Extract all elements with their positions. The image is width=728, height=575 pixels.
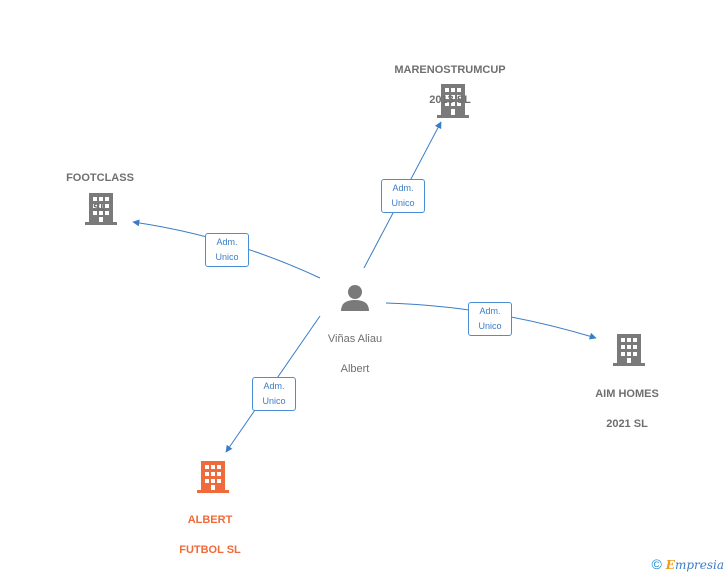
edge-label-line1: Adm. [216, 237, 238, 247]
center-name-line2: Albert [340, 363, 370, 375]
edge-label-line2: Unico [262, 396, 286, 406]
node-label-line2: FUTBOL SL [179, 544, 241, 556]
node-label-line2: 2021 SL [606, 418, 648, 430]
edge-label-aimhomes: Adm. Unico [468, 302, 512, 336]
edge-label-marenostrum: Adm. Unico [381, 179, 425, 213]
edge-label-line1: Adm. [392, 183, 414, 193]
edge-label-albert: Adm. Unico [252, 377, 296, 411]
node-label-line2: 2013 SL [429, 94, 471, 106]
edge-label-line1: Adm. [263, 381, 285, 391]
node-label-line1: MARENOSTRUMCUP [394, 64, 506, 76]
node-label-marenostrum[interactable]: MARENOSTRUMCUP 2013 SL [385, 48, 515, 123]
node-label-line1: FOOTCLASS [66, 172, 134, 184]
brand-name: mpresia [674, 558, 724, 572]
copyright-icon: © [651, 556, 662, 572]
center-name-line1: Viñas Aliau [327, 333, 383, 345]
node-label-line1: AIM HOMES [595, 388, 659, 400]
node-label-aimhomes[interactable]: AIM HOMES 2021 SL [577, 372, 677, 447]
person-icon [341, 285, 369, 311]
edge-label-footclass: Adm. Unico [205, 233, 249, 267]
brand-logo-e: E [665, 558, 675, 572]
edge-label-line2: Unico [391, 198, 415, 208]
edge-label-line2: Unico [215, 252, 239, 262]
node-label-footclass[interactable]: FOOTCLASS SL [50, 156, 150, 231]
brand-footer[interactable]: ©Empresia [651, 556, 724, 572]
node-label-line2: SL [92, 202, 108, 214]
node-label-albert[interactable]: ALBERT FUTBOL SL [160, 498, 260, 573]
edge-label-line1: Adm. [479, 306, 501, 316]
edge-label-line2: Unico [478, 321, 502, 331]
center-person-label[interactable]: Viñas Aliau Albert [300, 317, 410, 392]
node-label-line1: ALBERT [187, 514, 233, 526]
